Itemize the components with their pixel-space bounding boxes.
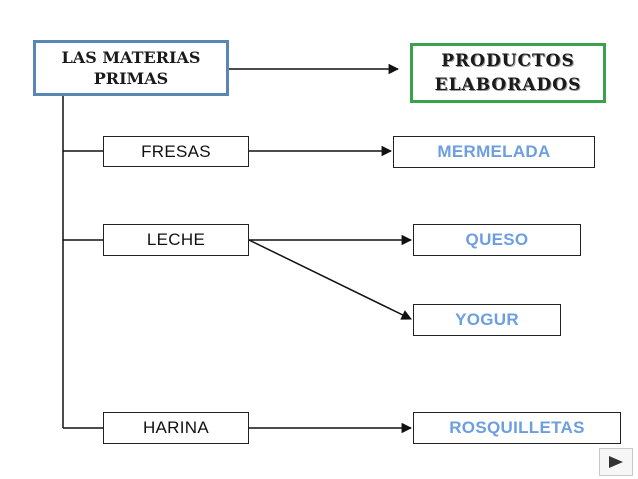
- product-node-rosquilletas: ROSQUILLETAS: [413, 412, 621, 444]
- material-node-fresas: FRESAS: [103, 136, 249, 167]
- play-triangle-icon: [609, 456, 623, 468]
- next-slide-button[interactable]: [599, 448, 633, 476]
- product-node-queso: QUESO: [413, 224, 581, 256]
- material-node-harina: HARINA: [103, 412, 249, 444]
- product-node-yogur: YOGUR: [413, 304, 561, 336]
- root-node-materias-primas: LAS MATERIAS PRIMAS: [33, 40, 229, 96]
- product-node-mermelada: MERMELADA: [393, 136, 595, 168]
- products-header-node: PRODUCTOS ELABORADOS: [410, 43, 606, 103]
- arrow-leche-to-yogur: [248, 239, 412, 320]
- material-node-leche: LECHE: [103, 224, 249, 256]
